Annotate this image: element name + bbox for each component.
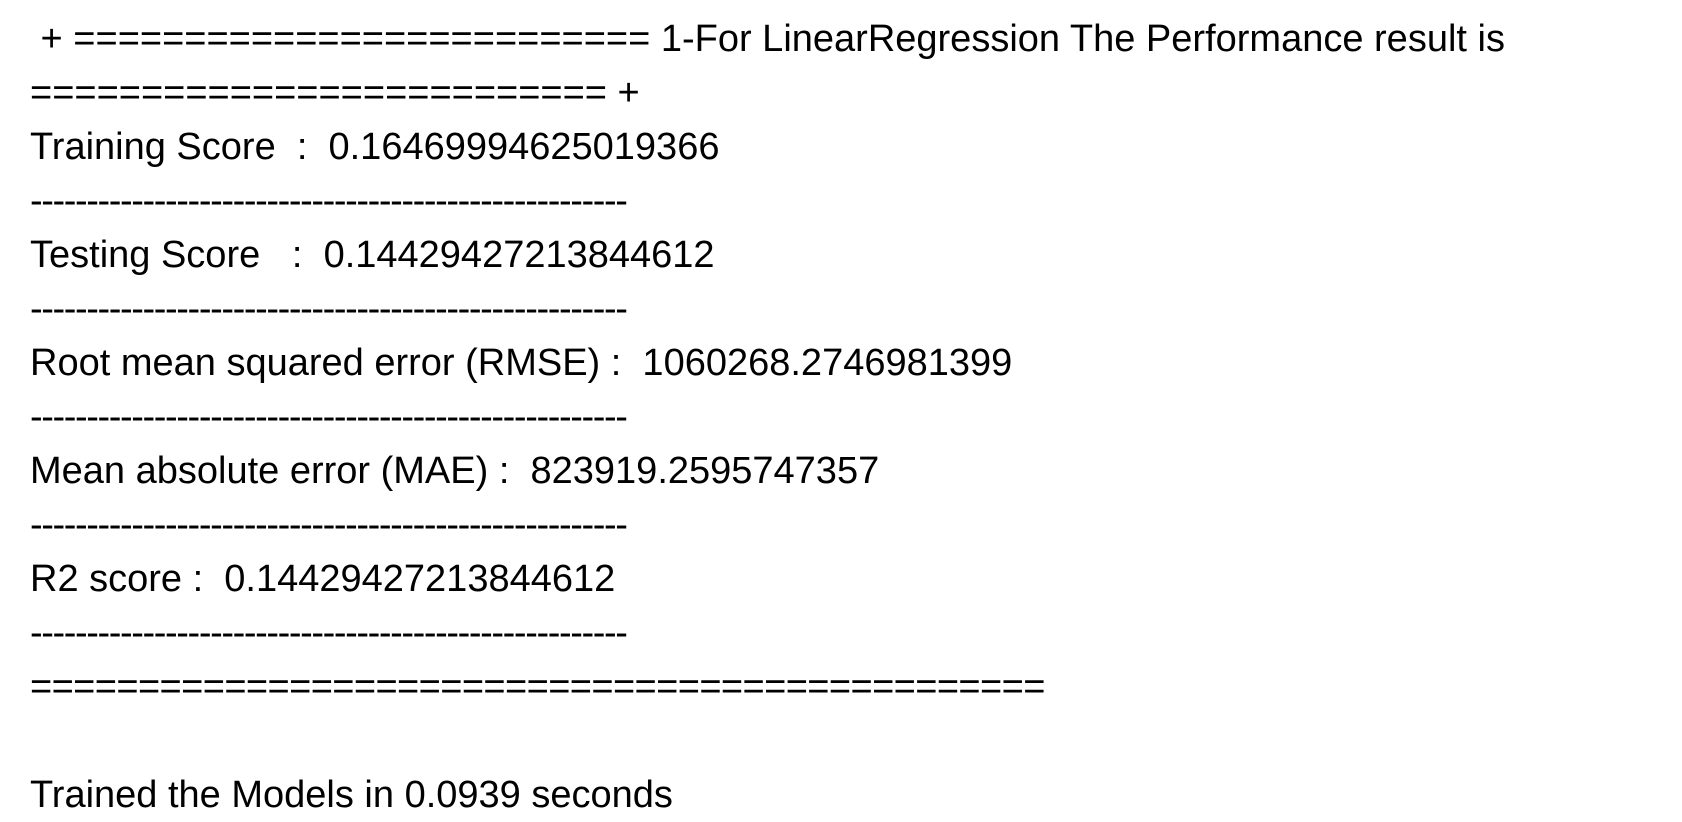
report-header-line-2: ========================== + bbox=[30, 72, 640, 114]
separator: ----------------------------------------… bbox=[30, 180, 628, 222]
separator: ----------------------------------------… bbox=[30, 396, 628, 438]
separator: ----------------------------------------… bbox=[30, 288, 628, 330]
r2-score: R2 score : 0.14429427213844612 bbox=[30, 558, 616, 600]
mae-value: Mean absolute error (MAE) : 823919.25957… bbox=[30, 450, 880, 492]
blank-line bbox=[30, 714, 1670, 768]
performance-report: + ========================== 1-For Linea… bbox=[30, 12, 1670, 822]
testing-score: Testing Score : 0.14429427213844612 bbox=[30, 234, 715, 276]
trained-time: Trained the Models in 0.0939 seconds bbox=[30, 774, 673, 816]
separator: ----------------------------------------… bbox=[30, 612, 628, 654]
separator: ----------------------------------------… bbox=[30, 504, 628, 546]
rmse-value: Root mean squared error (RMSE) : 1060268… bbox=[30, 342, 1013, 384]
footer-rule: ========================================… bbox=[30, 666, 1045, 708]
training-score: Training Score : 0.16469994625019366 bbox=[30, 126, 720, 168]
report-header-line-1: + ========================== 1-For Linea… bbox=[30, 18, 1505, 60]
